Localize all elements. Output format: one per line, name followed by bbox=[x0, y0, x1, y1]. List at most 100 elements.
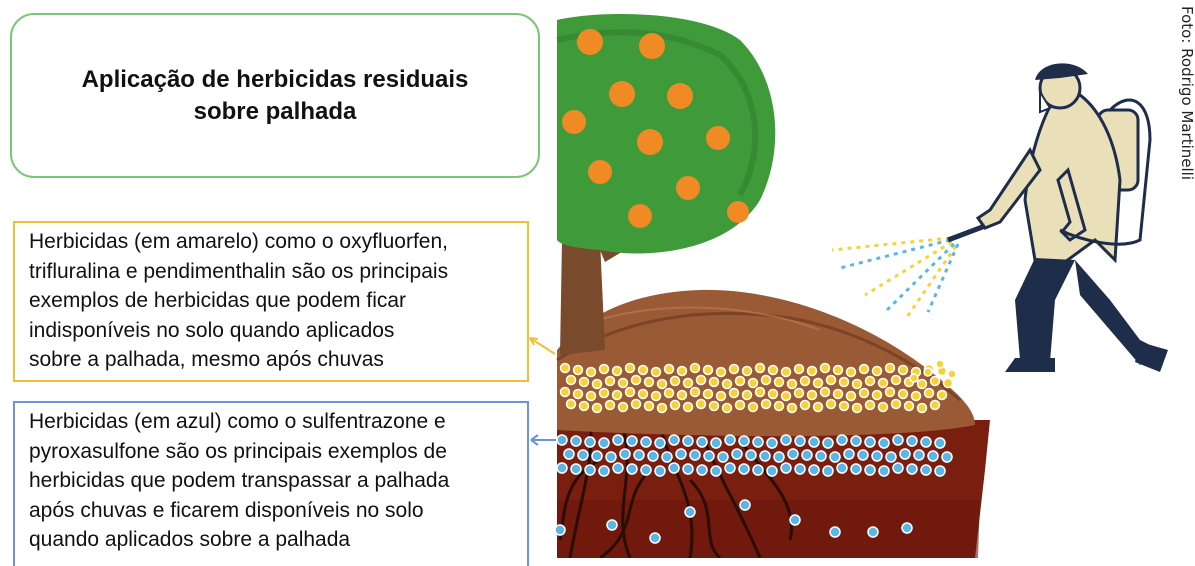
herbicide-particle bbox=[935, 359, 945, 369]
herbicide-particle bbox=[598, 387, 610, 399]
herbicide-particle bbox=[578, 376, 590, 388]
herbicide-particle bbox=[640, 464, 652, 476]
herbicide-particle bbox=[604, 375, 616, 387]
herbicide-particle bbox=[695, 398, 707, 410]
herbicide-particle bbox=[611, 389, 623, 401]
herbicide-particle bbox=[799, 399, 811, 411]
herbicide-particle bbox=[598, 465, 610, 477]
herbicide-particle bbox=[871, 389, 883, 401]
herbicide-particle bbox=[759, 450, 771, 462]
herbicide-particle bbox=[767, 388, 779, 400]
herbicide-particle bbox=[878, 437, 890, 449]
herbicide-particle bbox=[864, 399, 876, 411]
note-line: após chuvas e ficarem disponíveis no sol… bbox=[29, 498, 424, 522]
note-line: indisponíveis no solo quando aplicados bbox=[29, 318, 395, 342]
herbicide-particle bbox=[598, 363, 610, 375]
herbicide-particle bbox=[858, 363, 870, 375]
herbicide-particle bbox=[584, 436, 596, 448]
herbicide-particle bbox=[942, 377, 954, 389]
herbicide-particle bbox=[668, 462, 680, 474]
herbicide-particle bbox=[754, 386, 766, 398]
herbicide-particle bbox=[689, 449, 701, 461]
herbicide-particle bbox=[752, 464, 764, 476]
herbicide-particle bbox=[619, 448, 631, 460]
herbicide-particle bbox=[710, 437, 722, 449]
title-box: Aplicação de herbicidas residuais sobre … bbox=[10, 13, 540, 178]
blue-herbicide-particles bbox=[554, 434, 953, 544]
herbicide-particle bbox=[897, 364, 909, 376]
herbicide-particle bbox=[843, 448, 855, 460]
herbicide-particle bbox=[906, 435, 918, 447]
note-line: quando aplicados sobre a palhada bbox=[29, 528, 351, 551]
yellow-herbicide-note: Herbicidas (em amarelo) como o oxyfluorf… bbox=[13, 221, 529, 382]
herbicide-particle bbox=[903, 400, 915, 412]
herbicide-particle bbox=[864, 375, 876, 387]
herbicide-particle bbox=[605, 451, 617, 463]
herbicide-particle bbox=[929, 399, 941, 411]
herbicide-particle bbox=[747, 401, 759, 413]
herbicide-particle bbox=[799, 375, 811, 387]
herbicide-particle bbox=[916, 402, 928, 414]
herbicide-particle bbox=[585, 390, 597, 402]
herbicide-particle bbox=[612, 462, 624, 474]
herbicide-particle bbox=[738, 463, 750, 475]
herbicide-particle bbox=[851, 378, 863, 390]
herbicide-particle bbox=[654, 465, 666, 477]
herbicide-particle bbox=[643, 376, 655, 388]
arrow-left-icon bbox=[529, 337, 556, 446]
herbicide-particle bbox=[591, 378, 603, 390]
herbicide-particle bbox=[825, 398, 837, 410]
herbicide-particle bbox=[741, 389, 753, 401]
herbicide-particle bbox=[858, 387, 870, 399]
herbicide-particle bbox=[913, 449, 925, 461]
herbicide-particle bbox=[786, 378, 798, 390]
herbicide-particle bbox=[630, 398, 642, 410]
herbicide-particle bbox=[829, 526, 841, 538]
herbicide-particle bbox=[829, 451, 841, 463]
herbicide-particle bbox=[640, 436, 652, 448]
herbicide-particle bbox=[702, 364, 714, 376]
herbicide-particle bbox=[563, 448, 575, 460]
herbicide-particle bbox=[934, 465, 946, 477]
herbicide-particle bbox=[845, 390, 857, 402]
herbicide-particle bbox=[624, 362, 636, 374]
herbicide-particle bbox=[871, 450, 883, 462]
herbicide-particle bbox=[669, 375, 681, 387]
herbicide-particle bbox=[934, 437, 946, 449]
herbicide-particle bbox=[633, 449, 645, 461]
herbicide-particle bbox=[877, 377, 889, 389]
note-line: sobre a palhada, mesmo após chuvas bbox=[29, 348, 384, 371]
herbicide-particle bbox=[717, 451, 729, 463]
herbicide-particle bbox=[626, 463, 638, 475]
herbicide-particle bbox=[901, 522, 913, 534]
herbicide-particle bbox=[556, 462, 568, 474]
herbicide-particle bbox=[570, 435, 582, 447]
herbicide-particle bbox=[570, 463, 582, 475]
herbicide-particle bbox=[739, 499, 751, 511]
herbicide-particle bbox=[832, 364, 844, 376]
herbicide-particle bbox=[624, 386, 636, 398]
herbicide-particle bbox=[637, 364, 649, 376]
herbicide-particle bbox=[612, 434, 624, 446]
note-line: herbicidas que podem transpassar a palha… bbox=[29, 469, 450, 492]
herbicide-particle bbox=[871, 365, 883, 377]
herbicide-particle bbox=[649, 532, 661, 544]
herbicide-particle bbox=[656, 402, 668, 414]
herbicide-particle bbox=[591, 402, 603, 414]
herbicide-particle bbox=[715, 390, 727, 402]
herbicide-particle bbox=[773, 451, 785, 463]
herbicide-particle bbox=[806, 365, 818, 377]
spraying-worker-icon bbox=[947, 63, 1168, 372]
herbicide-particle bbox=[787, 448, 799, 460]
herbicide-particle bbox=[554, 524, 566, 536]
herbicide-particle bbox=[851, 402, 863, 414]
herbicide-particle bbox=[819, 386, 831, 398]
herbicide-particle bbox=[892, 462, 904, 474]
herbicide-particle bbox=[822, 465, 834, 477]
herbicide-particle bbox=[572, 364, 584, 376]
title-text: Aplicação de herbicidas residuais sobre … bbox=[82, 64, 469, 128]
herbicide-particle bbox=[598, 437, 610, 449]
herbicide-particle bbox=[884, 362, 896, 374]
herbicide-particle bbox=[637, 388, 649, 400]
